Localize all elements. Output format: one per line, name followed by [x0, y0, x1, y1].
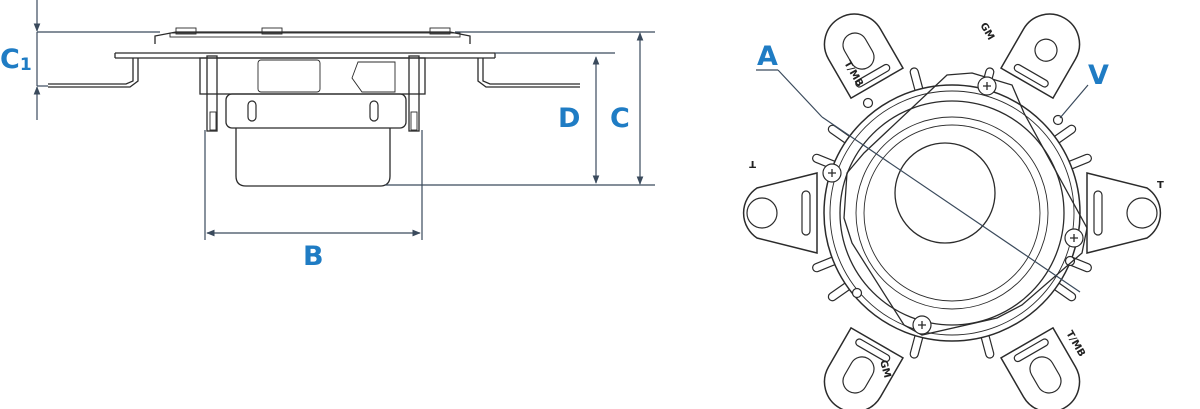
label-c: C: [610, 103, 630, 134]
label-c1: C1: [0, 44, 32, 75]
label-b: B: [303, 241, 324, 272]
side-view: C1 C D B: [0, 0, 655, 272]
cone-surround: [855, 116, 1049, 310]
side-magnet-body: [225, 93, 407, 187]
label-d: D: [558, 103, 580, 134]
dust-cap: [894, 142, 996, 244]
mark-gm-bottom: GM: [877, 359, 892, 379]
screw-right: [1064, 228, 1084, 248]
screw-left: [822, 163, 842, 183]
label-v: V: [1088, 60, 1109, 91]
cone: [863, 124, 1041, 302]
dimension-a: [756, 69, 1081, 293]
outer-ring-inner: [829, 90, 1075, 336]
dimension-c: [385, 31, 655, 186]
outer-ring: [823, 84, 1081, 342]
flange-ear-top-right: [999, 13, 1081, 100]
dimension-v: [1059, 84, 1089, 119]
front-view: T/MB GM T T T/MB GM A V: [742, 13, 1164, 409]
mark-gm-top: GM: [977, 21, 996, 42]
screw-bottom: [912, 315, 932, 335]
ring-mount-hole-bottom-right: [1064, 255, 1076, 267]
mark-t-right: T: [1157, 180, 1164, 191]
screw-top: [977, 76, 997, 96]
dimension-d: [495, 52, 615, 184]
dimension-b: [204, 130, 423, 240]
ring-mount-hole-top: [862, 97, 874, 109]
flange-ear-bottom-right: [999, 326, 1081, 409]
dimension-c1: [33, 0, 160, 120]
flange-ear-right: [1086, 172, 1162, 254]
ring-mount-hole-bottom: [851, 287, 863, 299]
flange-ear-top-left: [823, 13, 905, 100]
flange-ear-bottom-left: [823, 326, 905, 409]
side-top-plate: [154, 27, 471, 44]
mark-t-left: T: [749, 158, 756, 169]
cone-surround-outer: [839, 100, 1065, 326]
flange-ear-left: [742, 172, 818, 254]
label-a: A: [757, 41, 778, 72]
